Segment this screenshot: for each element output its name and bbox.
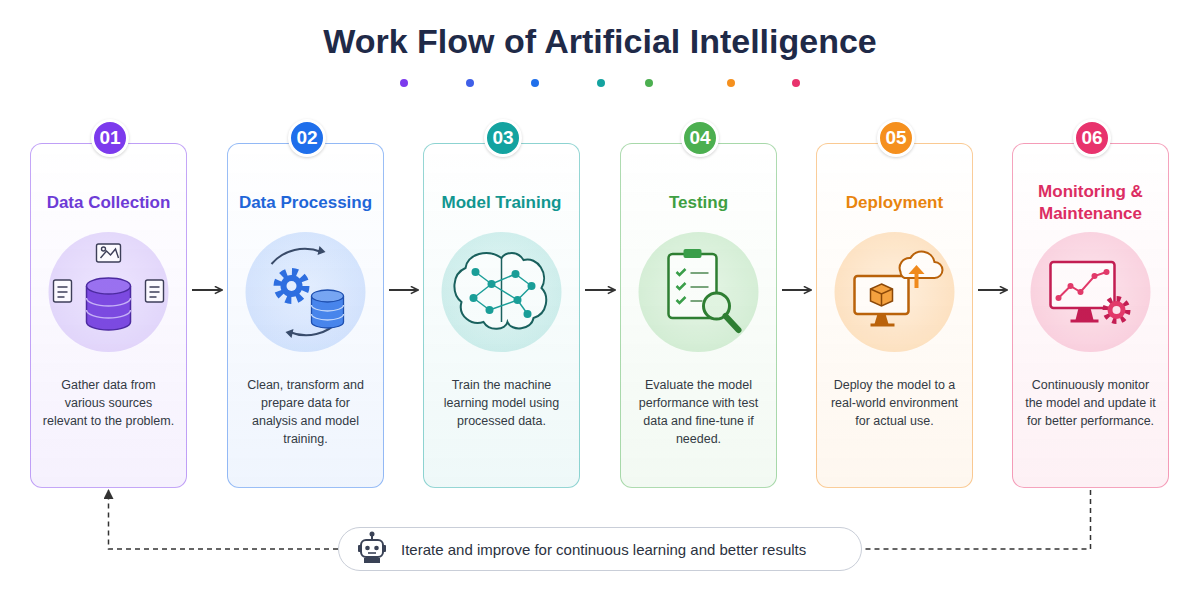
loop-note: Iterate and improve for continuous learn… [401,541,806,558]
flow-arrow [585,289,615,291]
step-number-badge: 05 [877,119,915,157]
step-description: Evaluate the model performance with test… [631,376,766,449]
step-number-badge: 01 [91,119,129,157]
flow-arrow [389,289,418,291]
diagram-title: Work Flow of Artificial Intelligence [0,22,1200,61]
step-heading: Data Collection [37,172,180,234]
step-heading: Monitoring & Maintenance [1019,172,1162,234]
step-card: Model TrainingTrain the machine learning… [423,143,580,488]
step-number: 02 [296,127,317,149]
step-card: DeploymentDeploy the model to a real-wor… [816,143,973,488]
feedback-loop-line [862,490,1091,549]
step-number: 01 [99,127,120,149]
flow-arrow [192,289,222,291]
step-heading: Data Processing [234,172,377,234]
step-heading: Model Training [430,172,573,234]
title-rule [400,79,800,87]
feedback-loop-line [109,490,339,549]
step-description: Gather data from various sources relevan… [41,376,176,430]
step-number: 03 [492,127,513,149]
step-number-badge: 04 [681,119,719,157]
flow-arrow [978,289,1007,291]
step-number-badge: 02 [288,119,326,157]
robot-icon [358,532,386,564]
step-heading: Deployment [823,172,966,234]
step-description: Clean, transform and prepare data for an… [238,376,373,449]
flow-arrow [782,289,811,291]
loop-note-pill: Iterate and improve for continuous learn… [338,527,862,571]
step-description: Continuously monitor the model and updat… [1023,376,1158,430]
step-description: Deploy the model to a real-world environ… [827,376,962,430]
step-card: Data ProcessingClean, transform and prep… [227,143,384,488]
step-number-badge: 03 [484,119,522,157]
step-number: 05 [885,127,906,149]
step-card: TestingEvaluate the model performance wi… [620,143,777,488]
step-heading: Testing [627,172,770,234]
step-number-badge: 06 [1073,119,1111,157]
step-card: Data CollectionGather data from various … [30,143,187,488]
step-number: 06 [1081,127,1102,149]
step-number: 04 [689,127,710,149]
step-card: Monitoring & MaintenanceContinuously mon… [1012,143,1169,488]
step-description: Train the machine learning model using p… [434,376,569,430]
